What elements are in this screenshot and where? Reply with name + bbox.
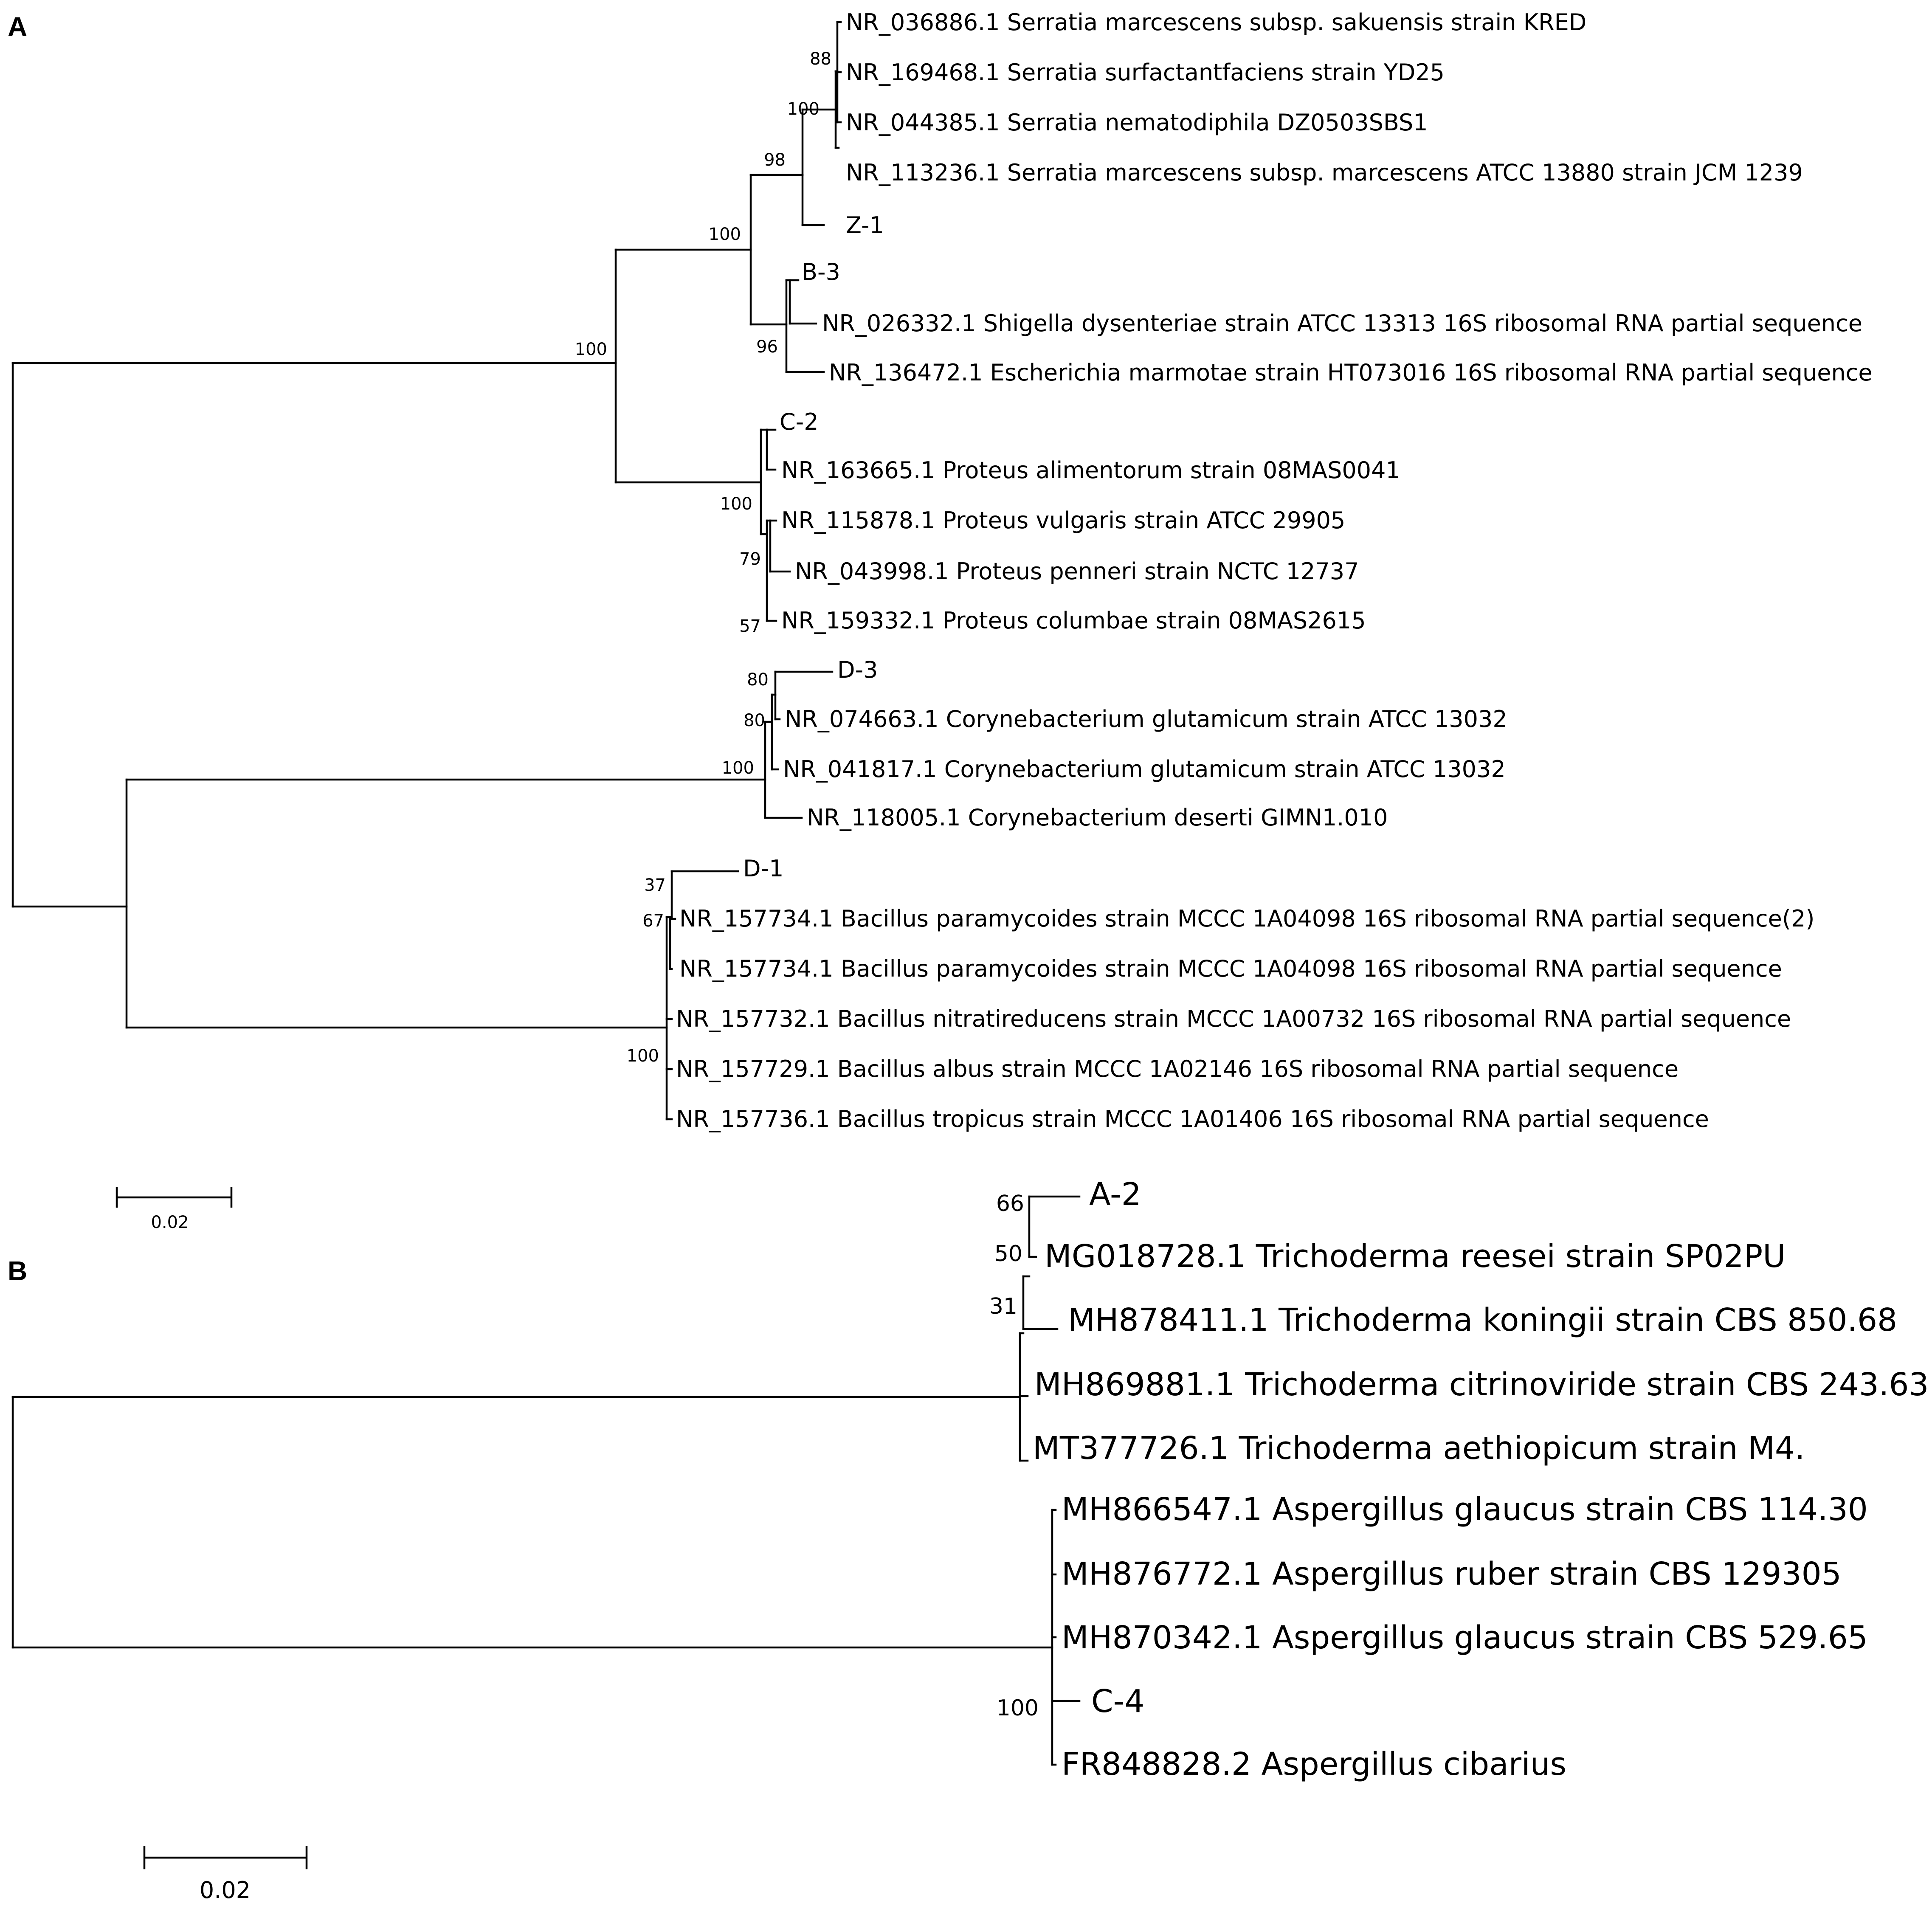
panel-b: B A-2 MG018728.1 Trichod — [8, 1176, 1929, 1904]
leaf-label: B-3 — [802, 259, 840, 285]
panel-a: A — [8, 9, 1873, 1232]
leaf-label: NR_043998.1 Proteus penneri strain NCTC … — [795, 558, 1359, 585]
leaf-label: D-1 — [743, 855, 783, 882]
bootstrap-value: 37 — [644, 876, 666, 895]
panel-b-scale-bar: 0.02 — [143, 1846, 308, 1904]
bootstrap-value: 98 — [764, 150, 786, 170]
bootstrap-value: 88 — [810, 49, 831, 69]
leaf-label: NR_115878.1 Proteus vulgaris strain ATCC… — [781, 507, 1345, 534]
leaf-label: NR_041817.1 Corynebacterium glutamicum s… — [783, 756, 1506, 783]
panel-a-bootstrap: 88 100 98 100 100 96 100 79 57 80 80 100… — [575, 49, 831, 1066]
leaf-label: MT377726.1 Trichoderma aethiopicum strai… — [1033, 1430, 1805, 1467]
bootstrap-value: 80 — [747, 670, 769, 690]
scale-bar-line — [115, 1187, 233, 1208]
leaf-label: MG018728.1 Trichoderma reesei strain SP0… — [1045, 1238, 1786, 1275]
leaf-label: NR_118005.1 Corynebacterium deserti GIMN… — [807, 804, 1388, 831]
bootstrap-value: 79 — [739, 549, 761, 569]
leaf-label: NR_169468.1 Serratia surfactantfaciens s… — [846, 59, 1445, 86]
leaf-label: MH870342.1 Aspergillus glaucus strain CB… — [1062, 1619, 1868, 1656]
leaf-label: Z-1 — [846, 212, 884, 239]
bootstrap-value: 100 — [997, 1695, 1039, 1721]
scale-bar-label: 0.02 — [200, 1877, 251, 1904]
leaf-label: C-4 — [1091, 1683, 1144, 1720]
leaf-label: NR_036886.1 Serratia marcescens subsp. s… — [846, 9, 1586, 36]
panel-a-scale-bar: 0.02 — [115, 1187, 233, 1232]
leaf-label: NR_136472.1 Escherichia marmotae strain … — [829, 359, 1873, 386]
panel-a-leaves: NR_036886.1 Serratia marcescens subsp. s… — [676, 9, 1873, 1132]
bootstrap-value: 50 — [994, 1241, 1022, 1267]
bootstrap-value: 67 — [642, 911, 664, 931]
leaf-label: MH876772.1 Aspergillus ruber strain CBS … — [1062, 1556, 1842, 1592]
leaf-label: MH878411.1 Trichoderma koningii strain C… — [1068, 1302, 1897, 1338]
leaf-label: NR_157734.1 Bacillus paramycoides strain… — [679, 905, 1814, 932]
bootstrap-value: 100 — [787, 99, 820, 119]
bootstrap-value: 66 — [996, 1191, 1024, 1216]
leaf-label: NR_113236.1 Serratia marcescens subsp. m… — [846, 159, 1803, 186]
scale-bar-line — [143, 1846, 308, 1870]
bootstrap-value: 100 — [720, 494, 752, 514]
bootstrap-value: 100 — [575, 340, 607, 359]
bootstrap-value: 57 — [739, 617, 761, 636]
leaf-label: MH866547.1 Aspergillus glaucus strain CB… — [1062, 1491, 1868, 1528]
panel-b-branches — [11, 1195, 1081, 1766]
bootstrap-value: 96 — [756, 337, 778, 357]
panel-a-branches — [11, 21, 842, 1121]
leaf-label: NR_044385.1 Serratia nematodiphila DZ050… — [846, 109, 1428, 136]
leaf-label: NR_159332.1 Proteus columbae strain 08MA… — [781, 607, 1366, 634]
panel-b-bootstrap: 66 50 31 100 — [989, 1191, 1039, 1721]
leaf-label: FR848828.2 Aspergillus cibarius — [1062, 1746, 1566, 1782]
leaf-label: NR_157729.1 Bacillus albus strain MCCC 1… — [676, 1056, 1679, 1082]
leaf-label: NR_074663.1 Corynebacterium glutamicum s… — [785, 706, 1507, 732]
leaf-label: A-2 — [1089, 1176, 1141, 1213]
panel-b-leaves: A-2 MG018728.1 Trichoderma reesei strain… — [1033, 1176, 1929, 1782]
panel-b-label: B — [8, 1256, 27, 1286]
leaf-label: NR_163665.1 Proteus alimentorum strain 0… — [781, 457, 1400, 484]
scale-bar-label: 0.02 — [151, 1213, 189, 1232]
panel-a-label: A — [8, 11, 27, 42]
bootstrap-value: 100 — [627, 1046, 659, 1066]
leaf-label: NR_157732.1 Bacillus nitratireducens str… — [676, 1005, 1791, 1032]
leaf-label: MH869881.1 Trichoderma citrinoviride str… — [1034, 1366, 1929, 1403]
bootstrap-value: 100 — [709, 225, 741, 244]
leaf-label: NR_157734.1 Bacillus paramycoides strain… — [679, 955, 1782, 982]
bootstrap-value: 100 — [722, 758, 754, 778]
leaf-label: C-2 — [780, 408, 819, 435]
leaf-label: D-3 — [837, 656, 878, 683]
leaf-label: NR_026332.1 Shigella dysenteriae strain … — [822, 310, 1862, 337]
bootstrap-value: 80 — [744, 711, 765, 730]
bootstrap-value: 31 — [989, 1294, 1017, 1319]
leaf-label: NR_157736.1 Bacillus tropicus strain MCC… — [676, 1106, 1709, 1132]
